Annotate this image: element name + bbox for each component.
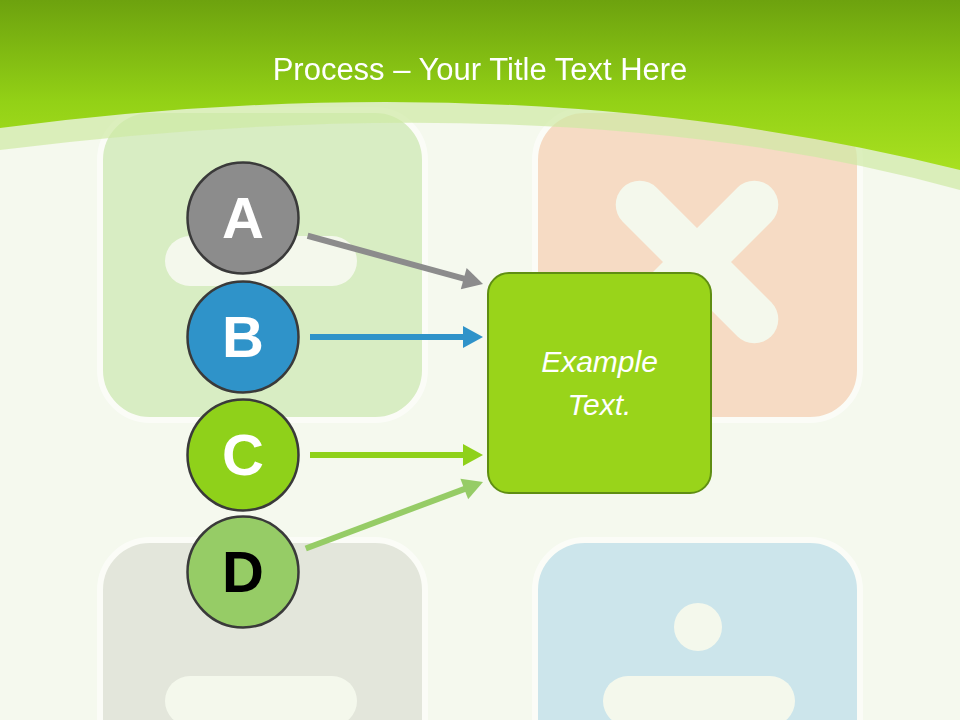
step-circle: C <box>186 398 300 512</box>
step-circle: D <box>186 515 300 629</box>
flow-arrow <box>308 236 483 290</box>
step-letter: A <box>222 189 264 247</box>
flow-arrow <box>310 444 483 466</box>
result-box: Example Text. <box>487 272 712 494</box>
flow-arrow <box>306 479 483 549</box>
step-letter: C <box>222 426 264 484</box>
step-letter: D <box>222 543 264 601</box>
step-circle: A <box>186 161 300 275</box>
slide-title: Process – Your Title Text Here <box>0 52 960 88</box>
step-circle: B <box>186 280 300 394</box>
box-text: Example Text. <box>519 340 680 427</box>
flow-arrow <box>310 326 483 348</box>
step-letter: B <box>222 308 264 366</box>
